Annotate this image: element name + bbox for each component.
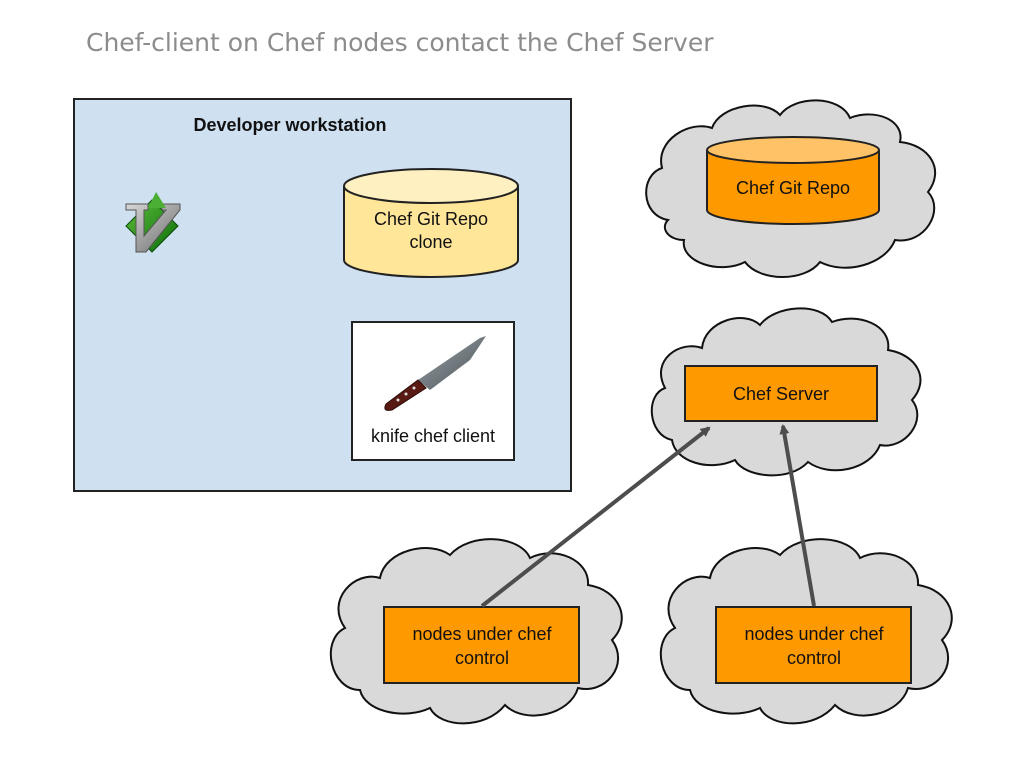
knife-label: knife chef client [371, 426, 495, 446]
workstation-label: Developer workstation [193, 115, 386, 135]
nodes-1-label-line2: control [455, 648, 509, 668]
repo-clone-label-line2: clone [409, 232, 452, 252]
cloud-nodes-1: nodes under chef control [329, 538, 623, 725]
knife-icon [384, 336, 486, 411]
knife-box: knife chef client [351, 321, 515, 461]
repo-clone-cylinder: Chef Git Repo clone [343, 168, 519, 278]
cloud-chef-server: Chef Server [650, 307, 922, 477]
chef-server-label: Chef Server [733, 384, 829, 404]
vim-icon [125, 192, 181, 253]
cloud-nodes-2: nodes under chef control [659, 538, 953, 725]
repo-clone-label-line1: Chef Git Repo [374, 209, 488, 229]
arrow-nodes-2-to-server [779, 424, 816, 607]
slide-title: Chef-client on Chef nodes contact the Ch… [86, 28, 714, 57]
cloud-git-repo: Chef Git Repo [645, 99, 937, 278]
cloud-repo-label: Chef Git Repo [736, 178, 850, 198]
arrow-nodes-1-to-server [480, 426, 711, 608]
nodes-1-label-line1: nodes under chef [412, 624, 552, 644]
nodes-2-label-line2: control [787, 648, 841, 668]
nodes-2-label-line1: nodes under chef [744, 624, 884, 644]
